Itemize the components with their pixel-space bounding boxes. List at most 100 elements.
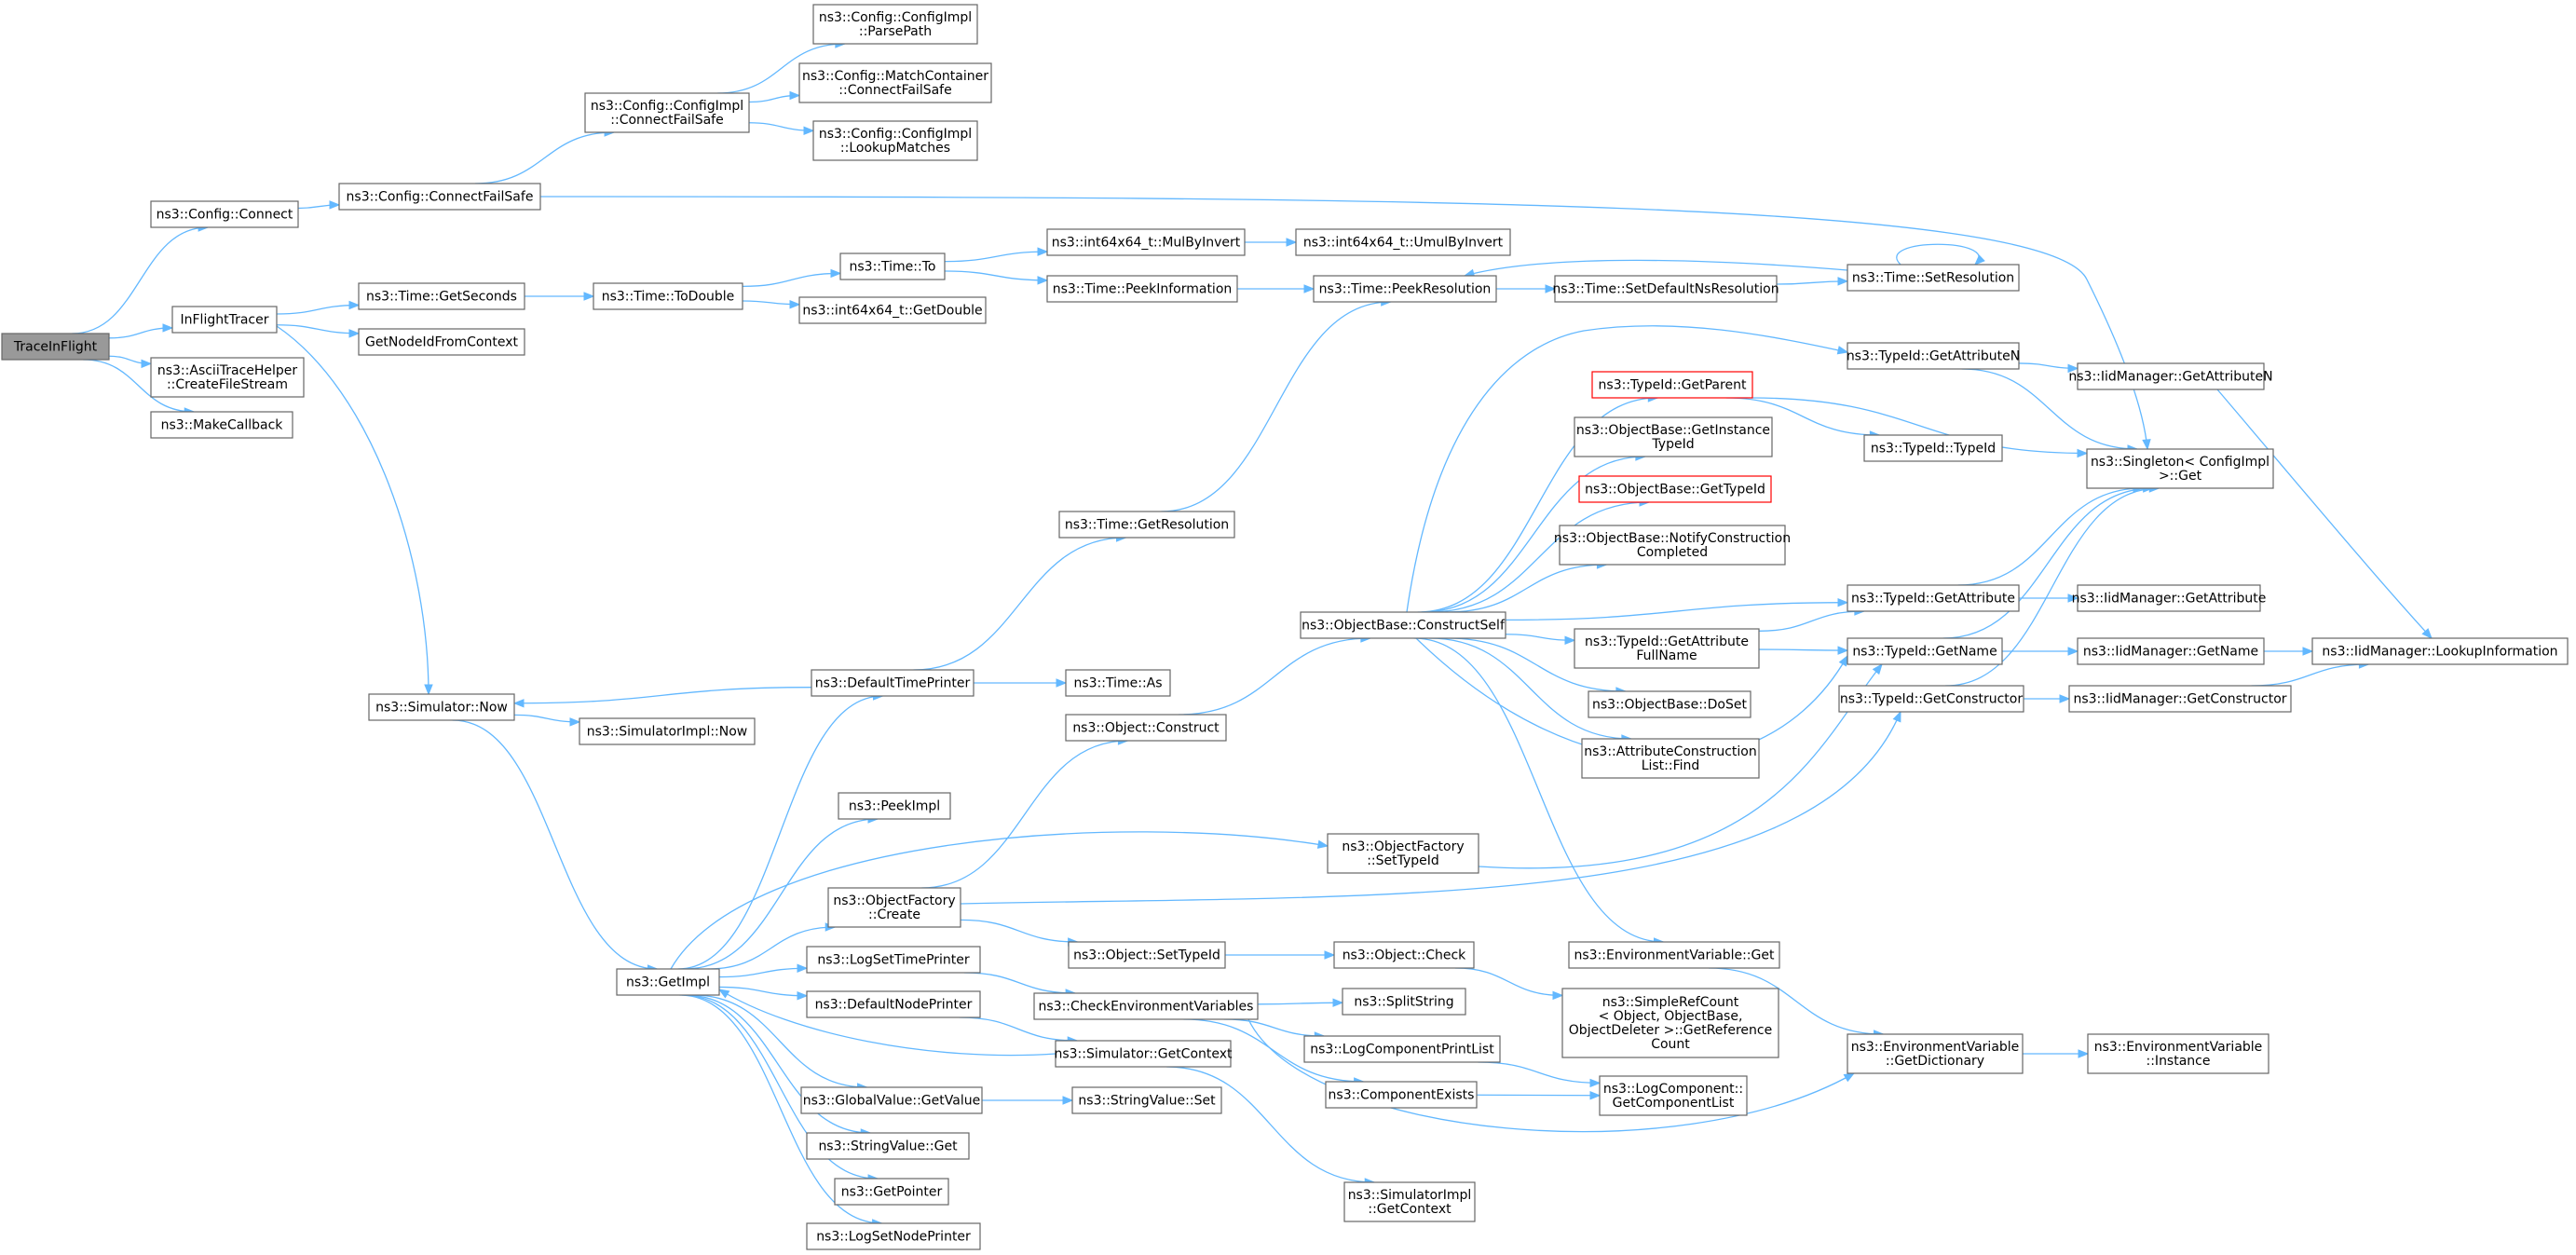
node-string-value-get[interactable]: ns3::StringValue::Get [806, 1132, 970, 1160]
edge-line [681, 994, 879, 1180]
edge-arrowhead [2142, 439, 2151, 451]
node-iid-get-name[interactable]: ns3::IidManager::GetName [2077, 637, 2265, 665]
node-obj-set-type-id[interactable]: ns3::Object::SetTypeId [1068, 941, 1226, 969]
edge-line [72, 226, 209, 334]
node-ofcreate[interactable]: ns3::ObjectFactory::Create [827, 887, 961, 928]
node-label: ns3::PeekImpl [849, 799, 940, 814]
node-parse-path[interactable]: ns3::Config::ConfigImpl::ParsePath [812, 4, 978, 45]
node-get-name[interactable]: ns3::TypeId::GetName [1847, 637, 2003, 665]
node-ob-get-type-id[interactable]: ns3::ObjectBase::GetTypeId [1578, 475, 1772, 503]
node-label: ns3::Simulator::Now [375, 701, 508, 716]
node-get-pointer[interactable]: ns3::GetPointer [834, 1178, 949, 1206]
node-config-connect[interactable]: ns3::Config::Connect [150, 200, 299, 228]
node-env-get-dict[interactable]: ns3::EnvironmentVariable::GetDictionary [1847, 1033, 2024, 1074]
node-label: ns3::TypeId::GetConstructor [1840, 692, 2023, 707]
node-iid-get-attribute-n[interactable]: ns3::IidManager::GetAttributeN [2068, 362, 2273, 390]
edge-SimulatorNow-to-SimImplNow [513, 714, 581, 727]
edge-ObjectConstruct-to-ConstructSelf [1179, 634, 1372, 716]
node-split-string[interactable]: ns3::SplitString [1342, 988, 1466, 1016]
edge-line [684, 818, 879, 970]
node-get-component-list[interactable]: ns3::LogComponent::GetComponentList [1599, 1075, 1748, 1116]
node-time-to[interactable]: ns3::Time::To [839, 252, 946, 280]
node-log-comp-print-list[interactable]: ns3::LogComponentPrintList [1303, 1035, 1501, 1063]
node-get-parent[interactable]: ns3::TypeId::GetParent [1591, 371, 1753, 399]
node-iid-get-attribute[interactable]: ns3::IidManager::GetAttribute [2072, 584, 2267, 612]
edge-line [1447, 564, 1607, 613]
node-type-id-ctor[interactable]: ns3::TypeId::TypeId [1863, 434, 2003, 462]
node-get-node-id[interactable]: GetNodeIdFromContext [358, 328, 525, 356]
edge-line [2251, 663, 2369, 687]
node-lookup-matches[interactable]: ns3::Config::ConfigImpl::LookupMatches [812, 120, 978, 161]
node-box [579, 717, 756, 745]
node-label: ns3::DefaultNodePrinter [815, 998, 973, 1013]
node-default-node-printer[interactable]: ns3::DefaultNodePrinter [806, 990, 981, 1018]
node-label: ns3::IidManager::GetName [2083, 645, 2258, 660]
node-sim-impl-now[interactable]: ns3::SimulatorImpl::Now [579, 717, 756, 745]
node-ascii-trace[interactable]: ns3::AsciiTraceHelper::CreateFileStream [150, 357, 305, 398]
node-make-callback[interactable]: ns3::MakeCallback [150, 411, 293, 439]
node-gvget-value[interactable]: ns3::GlobalValue::GetValue [800, 1086, 983, 1114]
node-box [834, 1178, 949, 1206]
node-get-double[interactable]: ns3::int64x64_t::GetDouble [798, 296, 987, 324]
node-set-default-ns[interactable]: ns3::Time::SetDefaultNsResolution [1552, 275, 1779, 303]
node-comp-exists[interactable]: ns3::ComponentExists [1325, 1081, 1478, 1109]
edge-InFlightTracer-to-GetSeconds [276, 300, 361, 315]
node-peek-resolution[interactable]: ns3::Time::PeekResolution [1313, 275, 1497, 303]
node-get-impl[interactable]: ns3::GetImpl [616, 968, 720, 996]
edge-arrowhead [1872, 662, 1883, 675]
node-time-as[interactable]: ns3::Time::As [1065, 669, 1171, 697]
node-set-resolution[interactable]: ns3::Time::SetResolution [1847, 264, 2020, 292]
node-singleton[interactable]: ns3::Singleton< ConfigImpl>::Get [2086, 448, 2274, 489]
node-construct-self[interactable]: ns3::ObjectBase::ConstructSelf [1300, 611, 1506, 639]
node-string-value-set[interactable]: ns3::StringValue::Set [1071, 1086, 1222, 1114]
node-log-set-node-printer[interactable]: ns3::LogSetNodePrinter [806, 1222, 981, 1250]
node-get-attribute[interactable]: ns3::TypeId::GetAttribute [1847, 584, 2020, 612]
edge-arrowhead [569, 717, 581, 727]
node-get-seconds[interactable]: ns3::Time::GetSeconds [358, 282, 525, 310]
node-default-time-printer[interactable]: ns3::DefaultTimePrinter [811, 669, 975, 697]
node-get-resolution[interactable]: ns3::Time::GetResolution [1058, 511, 1235, 539]
node-check-env[interactable]: ns3::CheckEnvironmentVariables [1033, 992, 1259, 1020]
node-peek-information[interactable]: ns3::Time::PeekInformation [1046, 275, 1238, 303]
node-label: ns3::AttributeConstruction [1584, 744, 1756, 759]
edge-arrowhead [162, 323, 174, 333]
node-match-connect[interactable]: ns3::Config::MatchContainer::ConnectFail… [798, 62, 992, 103]
edge-line [913, 537, 1126, 671]
node-do-set[interactable]: ns3::ObjectBase::DoSet [1588, 690, 1751, 718]
node-sim-get-context[interactable]: ns3::Simulator::GetContext [1054, 1040, 1233, 1068]
edge-line [1957, 487, 2143, 586]
node-to-double[interactable]: ns3::Time::ToDouble [593, 282, 743, 310]
node-trace-in-flight[interactable]: TraceInFlight [1, 333, 110, 361]
node-ofset-type-id[interactable]: ns3::ObjectFactory::SetTypeId [1327, 833, 1479, 874]
edge-arrowhead [2067, 593, 2079, 603]
node-config-connect-fail-safe[interactable]: ns3::Config::ConnectFailSafe [338, 183, 541, 211]
edge-arrowhead [2302, 647, 2314, 656]
node-sim-impl-get-context[interactable]: ns3::SimulatorImpl::GetContext [1343, 1181, 1476, 1222]
node-iid-get-constructor[interactable]: ns3::IidManager::GetConstructor [2068, 685, 2292, 713]
node-impl-connect-fail-safe[interactable]: ns3::Config::ConfigImpl::ConnectFailSafe [584, 92, 750, 133]
node-simulator-now[interactable]: ns3::Simulator::Now [368, 693, 515, 721]
node-in-flight-tracer[interactable]: InFlightTracer [171, 306, 278, 334]
node-env-instance[interactable]: ns3::EnvironmentVariable::Instance [2087, 1033, 2269, 1074]
node-env-get[interactable]: ns3::EnvironmentVariable::Get [1568, 941, 1780, 969]
node-get-attribute-n[interactable]: ns3::TypeId::GetAttributeN [1847, 342, 2020, 370]
node-get-constructor[interactable]: ns3::TypeId::GetConstructor [1838, 685, 2024, 713]
edge-GetAttributeN-to-IidGetAttributeN [2018, 362, 2079, 374]
node-object-construct[interactable]: ns3::Object::Construct [1065, 714, 1227, 742]
node-simple-ref-count[interactable]: ns3::SimpleRefCount< Object, ObjectBase,… [1561, 988, 1779, 1058]
node-umul-by-invert[interactable]: ns3::int64x64_t::UmulByInvert [1295, 228, 1511, 256]
node-notify-construction[interactable]: ns3::ObjectBase::NotifyConstructionCompl… [1554, 525, 1791, 566]
edge-OFCreate-to-ObjSetTypeId [960, 919, 1079, 947]
node-label: ns3::Time::SetDefaultNsResolution [1552, 282, 1779, 297]
node-lookup-information[interactable]: ns3::IidManager::LookupInformation [2311, 637, 2569, 665]
edge-arrowhead [1837, 646, 1849, 655]
edge-line [717, 43, 845, 94]
node-mul-by-invert[interactable]: ns3::int64x64_t::MulByInvert [1046, 228, 1246, 256]
node-log-set-time-printer[interactable]: ns3::LogSetTimePrinter [806, 946, 981, 974]
node-obj-check[interactable]: ns3::Object::Check [1333, 941, 1475, 969]
edge-arrowhead [2078, 1049, 2090, 1058]
node-peek-impl[interactable]: ns3::PeekImpl [838, 792, 951, 820]
